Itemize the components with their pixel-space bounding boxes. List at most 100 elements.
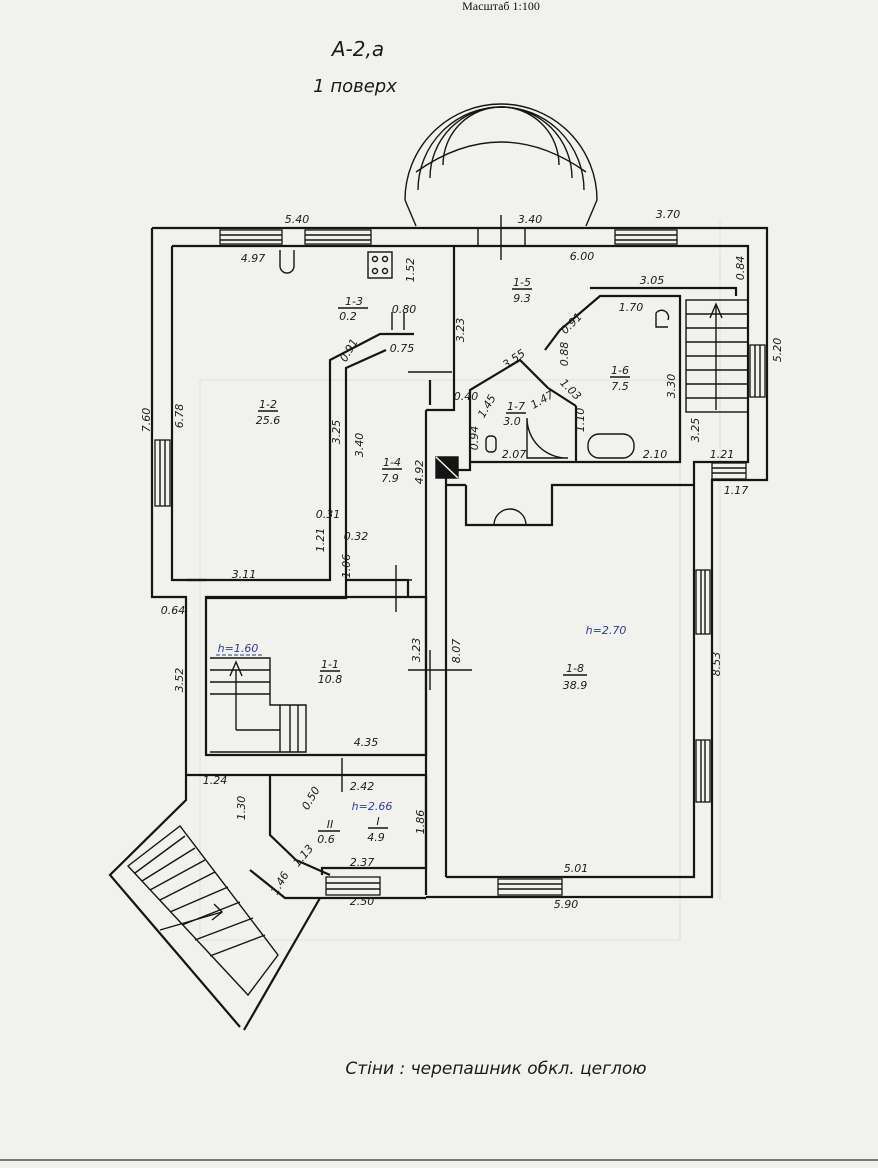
room-1-7-id: 1-7 (507, 400, 525, 413)
dim-label: 0.31 (316, 508, 341, 521)
dim-label: 1.17 (724, 484, 749, 497)
dim-label: 1.52 (404, 258, 417, 283)
dim-label: 3.40 (518, 213, 543, 226)
room-1-3-area: 0.2 (339, 310, 357, 323)
dim-label: 2.37 (350, 856, 375, 869)
dim-label: 3.30 (665, 374, 678, 399)
dim-label: 5.20 (771, 338, 784, 363)
dim-label: 1.10 (574, 408, 587, 433)
height-label-1-1: h=1.60 (218, 642, 259, 655)
dim-label: 0.32 (344, 530, 369, 543)
dim-label: 3.52 (173, 668, 186, 693)
dim-label: 1.46 (268, 869, 292, 897)
dim-label: 0.88 (558, 342, 571, 367)
dim-label: 1.24 (203, 774, 228, 787)
shower-tray-icon (526, 417, 569, 459)
room-1-5-id: 1-5 (513, 276, 531, 289)
room-II-area: 0.6 (317, 833, 335, 846)
dim-label: 8.07 (450, 639, 463, 664)
windows (154, 229, 766, 896)
room-1-4-id: 1-4 (383, 456, 401, 469)
dim-label: 1.30 (235, 796, 248, 821)
entrance-steps (126, 825, 279, 997)
dim-label: 1.13 (290, 842, 316, 869)
staircase-right (685, 299, 749, 413)
dim-label: 1.21 (710, 448, 735, 461)
dim-label: 2.10 (643, 448, 668, 461)
dim-label: 3.11 (232, 568, 257, 581)
dim-label: 5.01 (564, 862, 589, 875)
dim-label: 0.80 (392, 303, 417, 316)
dim-label: 6.78 (173, 404, 186, 429)
interior-walls (108, 246, 738, 1031)
dim-label: 0.75 (390, 342, 415, 355)
room-1-8-area: 38.9 (563, 679, 588, 692)
dim-label: 0.40 (454, 390, 479, 403)
room-1-2-area: 25.6 (256, 414, 281, 427)
dim-label: 3.70 (656, 208, 681, 221)
dim-label: 2.07 (502, 448, 527, 461)
room-1-3-id: 1-3 (345, 295, 363, 308)
ceiling-heights: h=1.60 h=2.70 h=2.66 (216, 624, 626, 813)
scale-label: Масштаб 1:100 (462, 0, 540, 13)
room-1-2-id: 1-2 (259, 398, 277, 411)
sink-icon (655, 309, 670, 328)
dim-label: 3.05 (640, 274, 665, 287)
dim-label: 5.90 (554, 898, 579, 911)
paper-shading (199, 220, 721, 941)
dim-label: 0.91 (558, 310, 585, 337)
dim-label: 4.97 (241, 252, 266, 265)
dim-label: 3.25 (689, 418, 702, 443)
staircase-basement (210, 657, 307, 753)
dim-label: 2.42 (350, 780, 375, 793)
height-label-I: h=2.66 (352, 800, 393, 813)
room-I-id: I (376, 815, 379, 828)
dim-label: 0.64 (161, 604, 186, 617)
dim-label: 1.21 (314, 528, 327, 553)
fixtures (279, 250, 670, 526)
dim-label: 1.70 (619, 301, 644, 314)
dim-label: 1.06 (340, 554, 353, 579)
room-1-7-area: 3.0 (503, 415, 521, 428)
wall-material-note: Стіни : черепашник обкл. цеглою (345, 1059, 646, 1079)
room-I-area: 4.9 (367, 831, 385, 844)
bathtub-icon (587, 433, 635, 459)
room-1-5-area: 9.3 (513, 292, 531, 305)
dim-label: 2.50 (350, 895, 375, 908)
door-marks (341, 215, 526, 792)
dim-label: 1.86 (414, 810, 427, 835)
dim-label: 5.40 (285, 213, 310, 226)
dim-label: 3.25 (330, 420, 343, 445)
dim-label: 6.00 (570, 250, 595, 263)
dim-label: 3.55 (500, 347, 528, 372)
dim-label: 3.23 (454, 318, 467, 343)
arch-niche-icon (493, 508, 527, 526)
plan-code: А-2,а (330, 37, 384, 61)
dim-label: 3.23 (410, 638, 423, 663)
dim-label: 0.94 (468, 426, 481, 451)
dim-label: 0.84 (734, 256, 747, 281)
room-1-1-area: 10.8 (318, 673, 343, 686)
floor-label: 1 поверх (313, 76, 397, 97)
dim-label: 7.60 (140, 408, 153, 433)
dim-label: 1.45 (475, 392, 499, 420)
dim-label: 4.92 (413, 460, 426, 485)
boiler-icon (279, 250, 295, 274)
room-1-6-area: 7.5 (611, 380, 629, 393)
dim-label: 0.50 (299, 784, 323, 812)
dim-label: 8.53 (710, 652, 723, 677)
height-label-1-8: h=2.70 (586, 624, 627, 637)
dim-label: 3.40 (353, 433, 366, 458)
stove-icon (367, 251, 393, 279)
room-1-8-id: 1-8 (566, 662, 584, 675)
porch-semicircle (404, 103, 598, 227)
room-1-6-id: 1-6 (611, 364, 629, 377)
room-1-4-area: 7.9 (381, 472, 399, 485)
dim-label: 0.91 (337, 336, 361, 364)
dim-label: 4.35 (354, 736, 379, 749)
room-II-id: II (327, 818, 334, 831)
room-1-1-id: 1-1 (321, 658, 339, 671)
toilet-icon (485, 435, 497, 453)
room-labels: 1-1 10.8 1-2 25.6 1-3 0.2 1-4 7.9 1-5 9.… (256, 276, 630, 846)
